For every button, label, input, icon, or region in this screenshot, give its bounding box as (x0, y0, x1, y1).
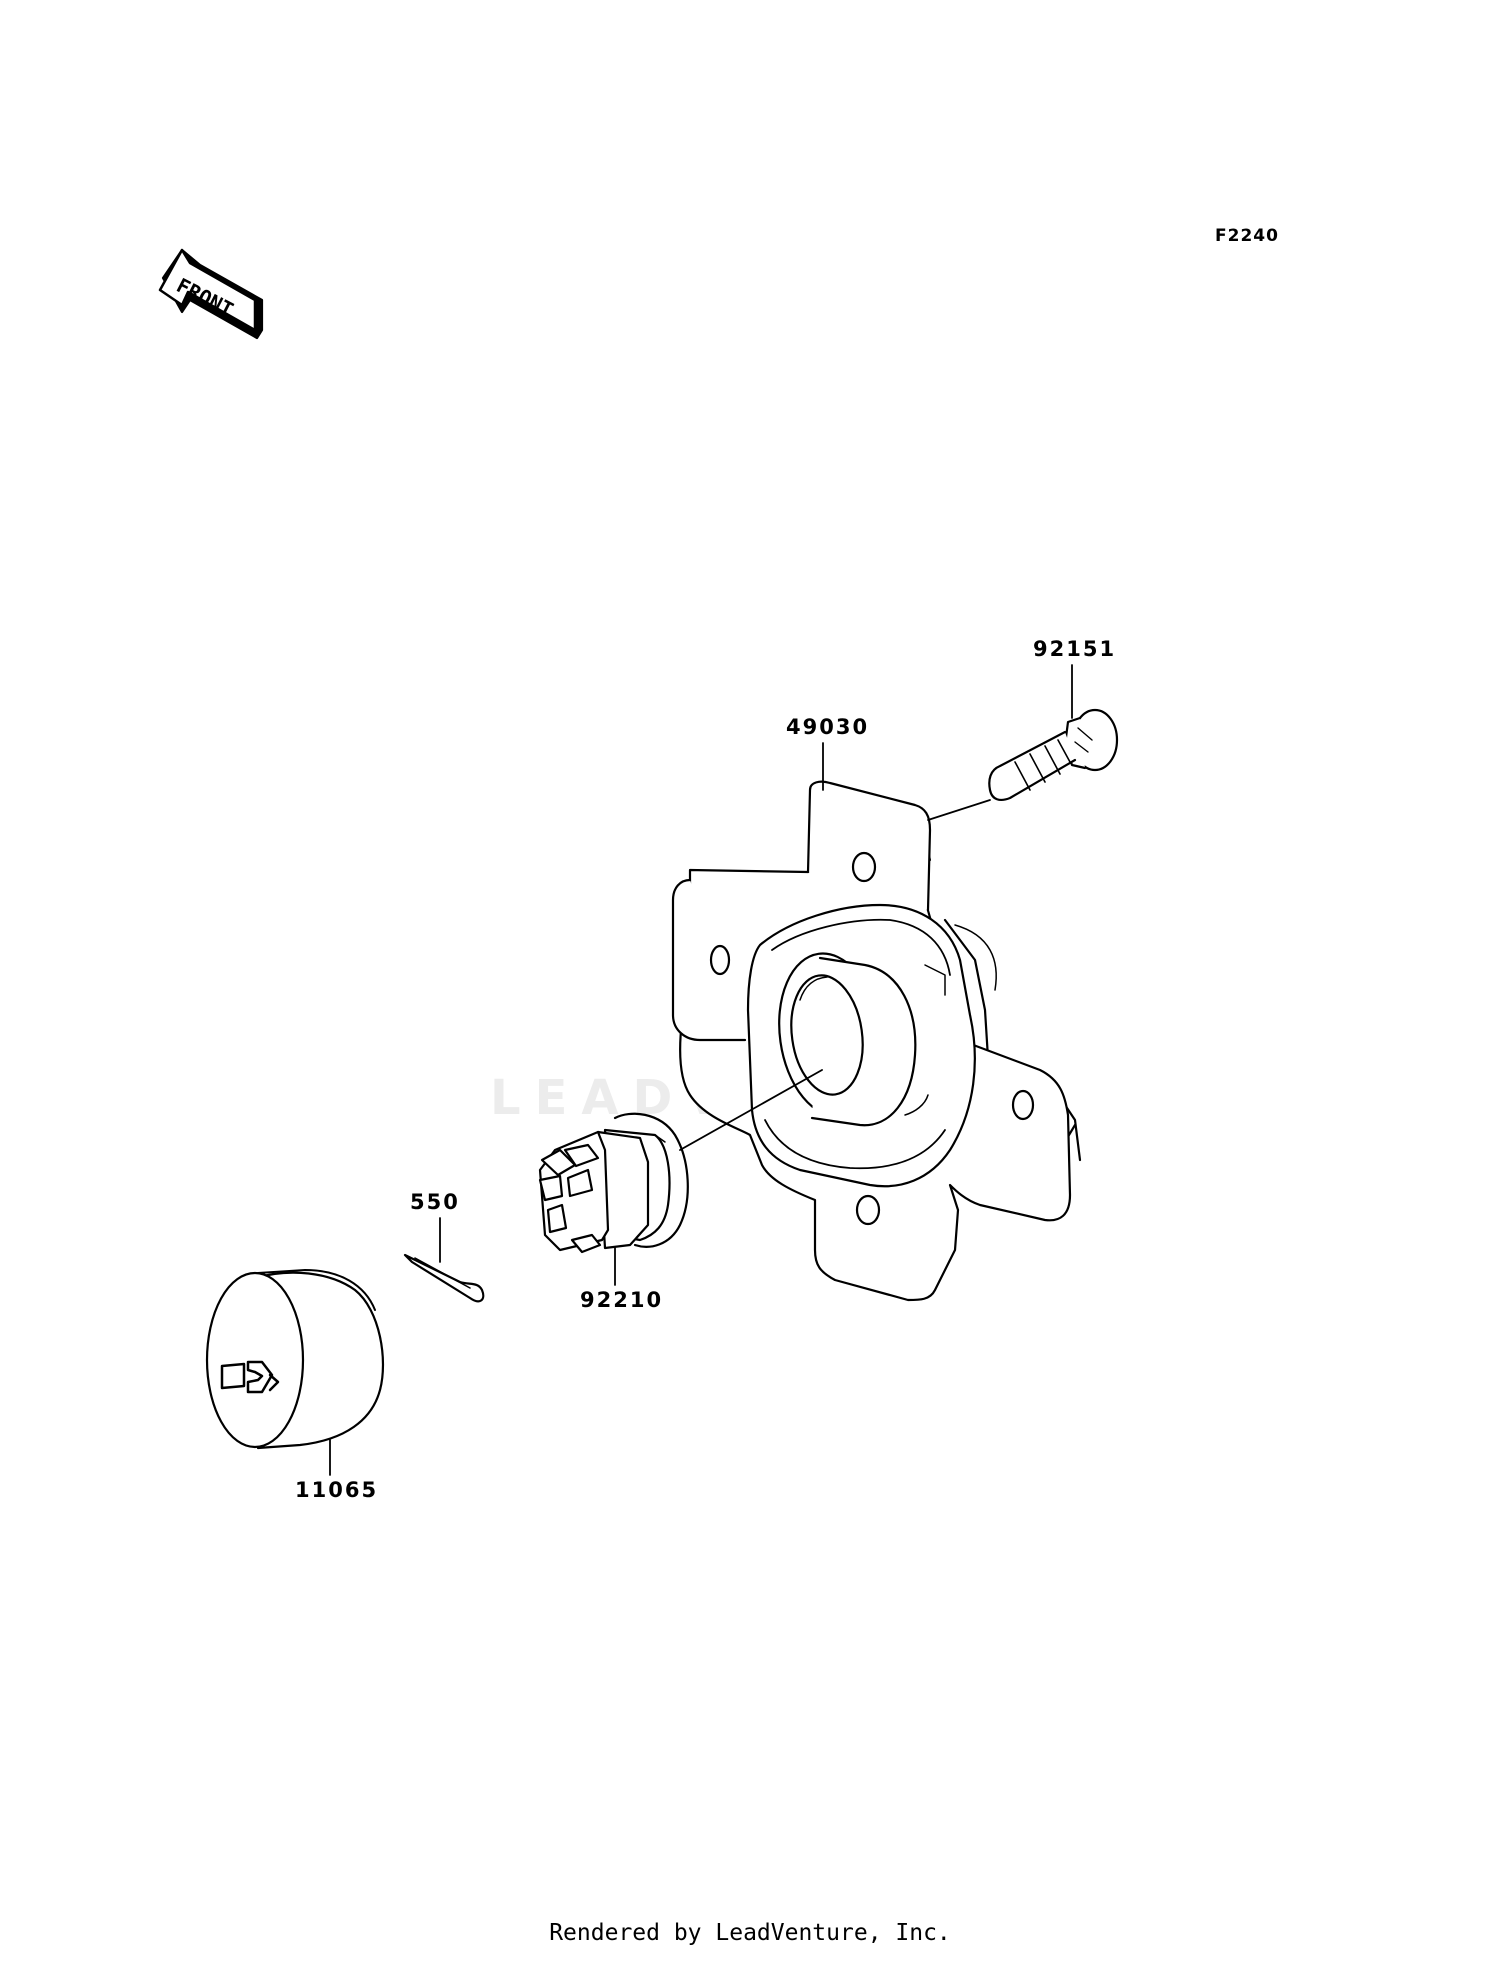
part-label-92151: 92151 (1033, 637, 1117, 661)
leader-lines (329, 664, 1073, 1476)
castle-nut-92210 (538, 1112, 689, 1254)
stud-92151 (988, 708, 1119, 801)
kawasaki-logo-icon (220, 1360, 280, 1394)
diagram-code: F2240 (1215, 226, 1279, 246)
front-arrow-icon: FRONT (158, 248, 264, 340)
part-label-92210: 92210 (580, 1288, 664, 1312)
part-label-49030: 49030 (786, 715, 870, 739)
part-label-550: 550 (410, 1190, 460, 1214)
cotter-pin-550 (403, 1253, 485, 1303)
hub-cap-11065 (205, 1269, 385, 1450)
hub-49030 (671, 780, 1082, 1302)
footer-credit: Rendered by LeadVenture, Inc. (549, 1920, 951, 1946)
part-label-11065: 11065 (295, 1478, 379, 1502)
